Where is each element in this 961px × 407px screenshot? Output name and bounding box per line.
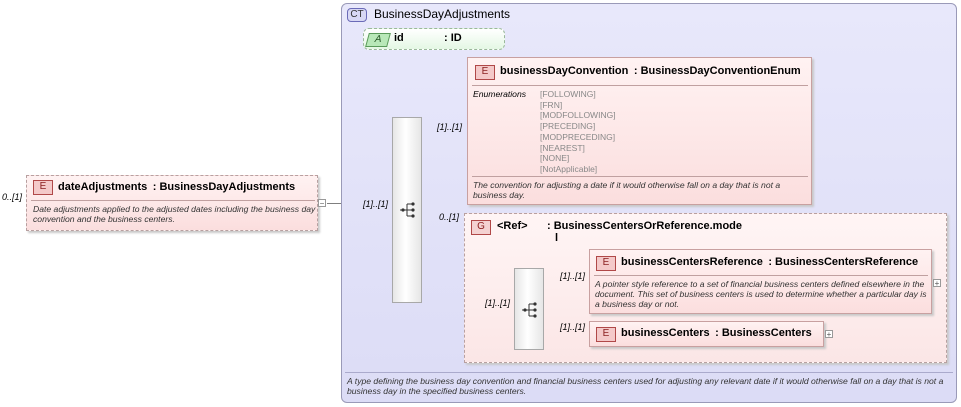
element-badge: E xyxy=(596,256,616,271)
convention-cardinality: [1]..[1] xyxy=(437,122,463,132)
attribute-id[interactable] xyxy=(363,28,505,50)
root-element[interactable]: E dateAdjustments : BusinessDayAdjustmen… xyxy=(26,175,318,231)
centers-reference-element[interactable]: E businessCentersReference : BusinessCen… xyxy=(589,249,932,314)
divider xyxy=(31,200,315,201)
collapse-icon[interactable]: − xyxy=(318,199,326,208)
sequence-icon xyxy=(522,302,537,318)
enum-value: [MODPRECEDING] xyxy=(540,131,616,142)
root-element-title: dateAdjustments : BusinessDayAdjustments xyxy=(58,181,296,193)
expand-icon[interactable]: + xyxy=(825,330,833,339)
inner-sequence-cardinality: [1]..[1] xyxy=(485,298,511,308)
convention-title: businessDayConvention : BusinessDayConve… xyxy=(500,65,801,77)
element-badge: E xyxy=(596,327,616,342)
root-element-doc: Date adjustments applied to the adjusted… xyxy=(33,204,316,224)
centers-reference-title: businessCentersReference : BusinessCente… xyxy=(621,256,919,268)
enumerations-label: Enumerations xyxy=(473,89,527,99)
attribute-type: : ID xyxy=(444,32,462,44)
outer-sequence-cardinality: [1]..[1] xyxy=(363,199,389,209)
complex-type-badge: CT xyxy=(347,8,367,22)
enum-value: [NotApplicable] xyxy=(540,163,598,174)
outer-sequence[interactable] xyxy=(392,117,422,303)
complex-type-doc: A type defining the business day convent… xyxy=(347,376,944,396)
enum-value: [NONE] xyxy=(540,153,570,164)
attribute-badge: A xyxy=(365,33,391,47)
root-cardinality: 0..[1] xyxy=(2,192,23,202)
group-badge: G xyxy=(471,220,491,235)
convention-element[interactable]: E businessDayConvention : BusinessDayCon… xyxy=(467,57,812,205)
divider xyxy=(594,275,928,276)
centers-cardinality: [1]..[1] xyxy=(560,322,586,332)
inner-sequence[interactable] xyxy=(514,268,544,350)
attribute-name: id xyxy=(394,32,404,44)
centers-reference-cardinality: [1]..[1] xyxy=(560,271,586,281)
group-title: : BusinessCentersOrReference.mode xyxy=(547,220,743,232)
enum-value: [PRECEDING] xyxy=(540,121,596,132)
centers-title: businessCenters : BusinessCenters xyxy=(621,327,812,339)
centers-reference-doc: A pointer style reference to a set of fi… xyxy=(595,279,927,309)
group-ref-label: <Ref> xyxy=(497,220,528,232)
group-cardinality: 0..[1] xyxy=(439,212,460,222)
enum-value: [MODFOLLOWING] xyxy=(540,110,616,121)
divider xyxy=(345,372,953,373)
element-badge: E xyxy=(33,180,53,195)
convention-doc: The convention for adjusting a date if i… xyxy=(473,180,781,200)
enum-value: [NEAREST] xyxy=(540,142,585,153)
group-title-wrap: l xyxy=(555,232,559,244)
expand-icon[interactable]: + xyxy=(933,279,941,288)
enum-value: [FOLLOWING] xyxy=(540,89,596,99)
centers-element[interactable]: E businessCenters : BusinessCenters xyxy=(589,321,824,347)
sequence-icon xyxy=(400,202,415,218)
divider xyxy=(472,176,808,177)
enum-value: [FRN] xyxy=(540,99,563,110)
element-badge: E xyxy=(475,65,495,80)
complex-type-title: BusinessDayAdjustments xyxy=(374,7,511,21)
divider xyxy=(472,85,808,86)
